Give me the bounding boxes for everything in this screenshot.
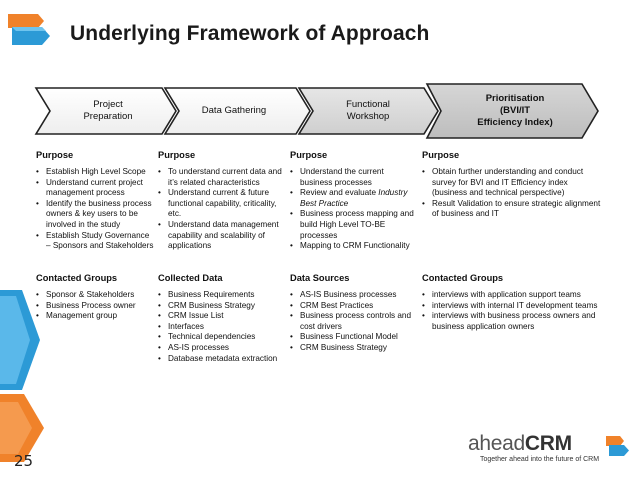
column-prioritisation: Purpose Obtain further understanding and… (422, 150, 602, 220)
list-item: Business process controls and cost drive… (290, 311, 418, 332)
list-item: Business Requirements (158, 290, 284, 301)
section-heading: Purpose (290, 150, 328, 160)
section-heading: Collected Data (158, 273, 223, 283)
section-heading: Data Sources (290, 273, 350, 283)
list-item: Mapping to CRM Functionality (290, 241, 418, 252)
list-item: Obtain further understanding and conduct… (422, 167, 602, 199)
list-item: Interfaces (158, 322, 284, 333)
list-item: To understand current data and it’s rela… (158, 167, 284, 188)
column-project-preparation-groups: Contacted Groups Sponsor & Stakeholders … (36, 273, 154, 322)
section-heading: Purpose (36, 150, 74, 160)
purpose-list: Obtain further understanding and conduct… (422, 167, 602, 220)
chevron-functional-workshop (297, 87, 439, 135)
side-arrows-decoration (0, 290, 44, 462)
purpose-list: Understand the current business processe… (290, 167, 418, 252)
column-data-gathering: Purpose To understand current data and i… (158, 150, 284, 252)
list-item: AS-IS Business processes (290, 290, 418, 301)
column-functional-workshop-sources: Data Sources AS-IS Business processes CR… (290, 273, 418, 354)
column-data-gathering-data: Collected Data Business Requirements CRM… (158, 273, 284, 364)
list-item: AS-IS processes (158, 343, 284, 354)
list-item: Result Validation to ensure strategic al… (422, 199, 602, 220)
page-number: 25 (14, 452, 34, 470)
brand-arrows-icon (606, 436, 629, 456)
section-heading: Contacted Groups (422, 273, 504, 283)
list-item: interviews with application support team… (422, 290, 602, 301)
groups-list: Sponsor & Stakeholders Business Process … (36, 290, 154, 322)
list-item: Business process mapping and build High … (290, 209, 418, 241)
list-item: Understand current & future functional c… (158, 188, 284, 220)
list-item: Business Functional Model (290, 332, 418, 343)
list-item: Establish High Level Scope (36, 167, 154, 178)
brand-name: aheadCRM (468, 432, 572, 455)
groups-list: interviews with application support team… (422, 290, 602, 332)
chevron-prioritisation (425, 83, 599, 139)
list-item: Business Process owner (36, 301, 154, 312)
phase-label-data-gathering: Data Gathering (201, 105, 267, 116)
list-item: CRM Business Strategy (290, 343, 418, 354)
list-item: Understand current project management pr… (36, 178, 154, 199)
section-heading: Purpose (158, 150, 196, 160)
page-title: Underlying Framework of Approach (70, 22, 430, 45)
list-item: Identify the business process owners & k… (36, 199, 154, 231)
section-heading: Purpose (422, 150, 460, 160)
list-item: Establish Study Governance – Sponsors an… (36, 231, 154, 252)
list-item: CRM Business Strategy (158, 301, 284, 312)
chevron-data-gathering (163, 87, 311, 135)
list-item: Understand data management capability an… (158, 220, 284, 252)
list-item: CRM Issue List (158, 311, 284, 322)
chevron-project-preparation (34, 87, 177, 135)
brand-tagline: Together ahead into the future of CRM (480, 456, 600, 463)
column-project-preparation: Purpose Establish High Level Scope Under… (36, 150, 154, 252)
list-item: Technical dependencies (158, 332, 284, 343)
section-heading: Contacted Groups (36, 273, 118, 283)
collected-data-list: Business Requirements CRM Business Strat… (158, 290, 284, 364)
column-prioritisation-groups: Contacted Groups interviews with applica… (422, 273, 602, 332)
list-item: Database metadata extraction (158, 354, 284, 365)
data-sources-list: AS-IS Business processes CRM Best Practi… (290, 290, 418, 354)
list-item: interviews with internal IT development … (422, 301, 602, 312)
purpose-list: Establish High Level Scope Understand cu… (36, 167, 154, 252)
logo-arrows-icon (8, 14, 50, 45)
purpose-list: To understand current data and it’s rela… (158, 167, 284, 252)
column-functional-workshop: Purpose Understand the current business … (290, 150, 418, 252)
list-item: Review and evaluate Industry Best Practi… (290, 188, 418, 209)
phase-chevrons (34, 83, 599, 139)
list-item: Management group (36, 311, 154, 322)
list-item: CRM Best Practices (290, 301, 418, 312)
list-item: Sponsor & Stakeholders (36, 290, 154, 301)
brand-logo: aheadCRM Together ahead into the future … (468, 432, 634, 472)
list-item: Understand the current business processe… (290, 167, 418, 188)
list-item: interviews with business process owners … (422, 311, 602, 332)
